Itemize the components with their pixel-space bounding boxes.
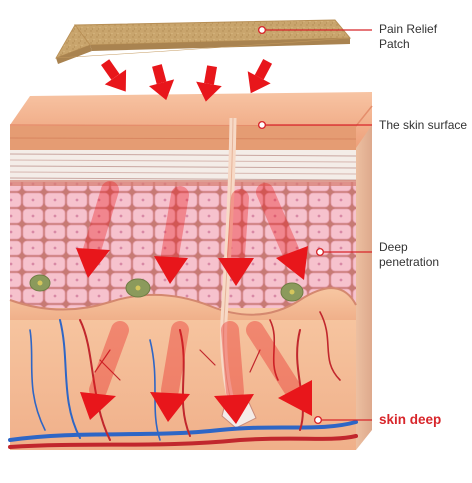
deep-label-line2: penetration xyxy=(379,255,439,270)
block-side-face xyxy=(356,125,372,450)
down-arrow-icon xyxy=(94,55,136,99)
patch-label-line2: Patch xyxy=(379,37,437,52)
deep-penetration-label: Deep penetration xyxy=(379,240,439,270)
patch-label: Pain Relief Patch xyxy=(379,22,437,52)
stratum-layers xyxy=(10,150,356,186)
skin-surface-label: The skin surface xyxy=(379,118,467,133)
down-arrow-icon xyxy=(239,55,279,99)
patch-label-line1: Pain Relief xyxy=(379,22,437,37)
deep-label-line1: Deep xyxy=(379,240,439,255)
skin-deep-label: skin deep xyxy=(379,412,441,427)
